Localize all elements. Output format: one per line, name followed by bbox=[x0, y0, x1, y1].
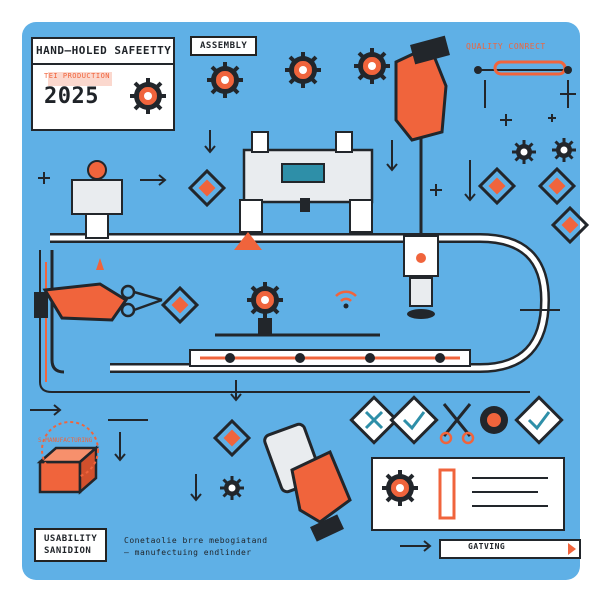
quality-slider bbox=[474, 60, 576, 108]
gear-icon bbox=[352, 46, 392, 86]
glove-hand-icon bbox=[34, 282, 129, 322]
usability-line-1: USABILITY bbox=[44, 534, 98, 544]
gear-icon bbox=[128, 76, 168, 116]
gear-icon bbox=[283, 50, 323, 90]
signal-icon bbox=[335, 290, 357, 309]
plus-marks bbox=[38, 114, 556, 196]
gear-icon bbox=[480, 406, 508, 434]
gating-panel bbox=[371, 457, 581, 559]
quality-control-label: QUALITY CONRECT bbox=[466, 42, 546, 51]
box-icon bbox=[36, 445, 100, 495]
scissors-icon bbox=[439, 403, 475, 445]
check-icon bbox=[389, 395, 439, 445]
description-line-2: – manufectuing endlinder bbox=[124, 548, 252, 557]
right-press bbox=[403, 120, 439, 319]
work-platform bbox=[189, 280, 471, 367]
glove-hand-icon bbox=[290, 449, 352, 542]
circle-stamp-text: S MANUFACTURING bbox=[38, 437, 93, 444]
year-value: 2025 bbox=[44, 84, 99, 109]
gear-icon bbox=[218, 474, 246, 502]
gating-label: GATVING bbox=[468, 542, 506, 551]
year-caption: TEI PRODUCTION bbox=[44, 72, 111, 80]
usability-label: USABILITY SANIDION bbox=[34, 528, 108, 562]
flow-arrows bbox=[30, 130, 560, 552]
gear-icon bbox=[550, 136, 578, 164]
top-left-title: HAND–HOLED SAFEETTY bbox=[36, 44, 172, 57]
usability-line-2: SANIDION bbox=[44, 546, 92, 556]
left-press bbox=[71, 160, 123, 270]
manufacturing-stamp bbox=[41, 421, 99, 479]
description-line-1: Conetaolie brre mebogiatand bbox=[124, 536, 268, 545]
conveyor-loop bbox=[39, 233, 551, 393]
close-icon bbox=[349, 395, 399, 445]
gear-icon bbox=[205, 60, 245, 100]
press-machine bbox=[234, 131, 374, 250]
assembly-label: ASSEMBLY bbox=[190, 36, 258, 56]
glove-hand-icon bbox=[394, 35, 450, 142]
check-icon bbox=[514, 395, 564, 445]
gear-icon bbox=[510, 138, 538, 166]
scissors-icon bbox=[120, 284, 163, 318]
